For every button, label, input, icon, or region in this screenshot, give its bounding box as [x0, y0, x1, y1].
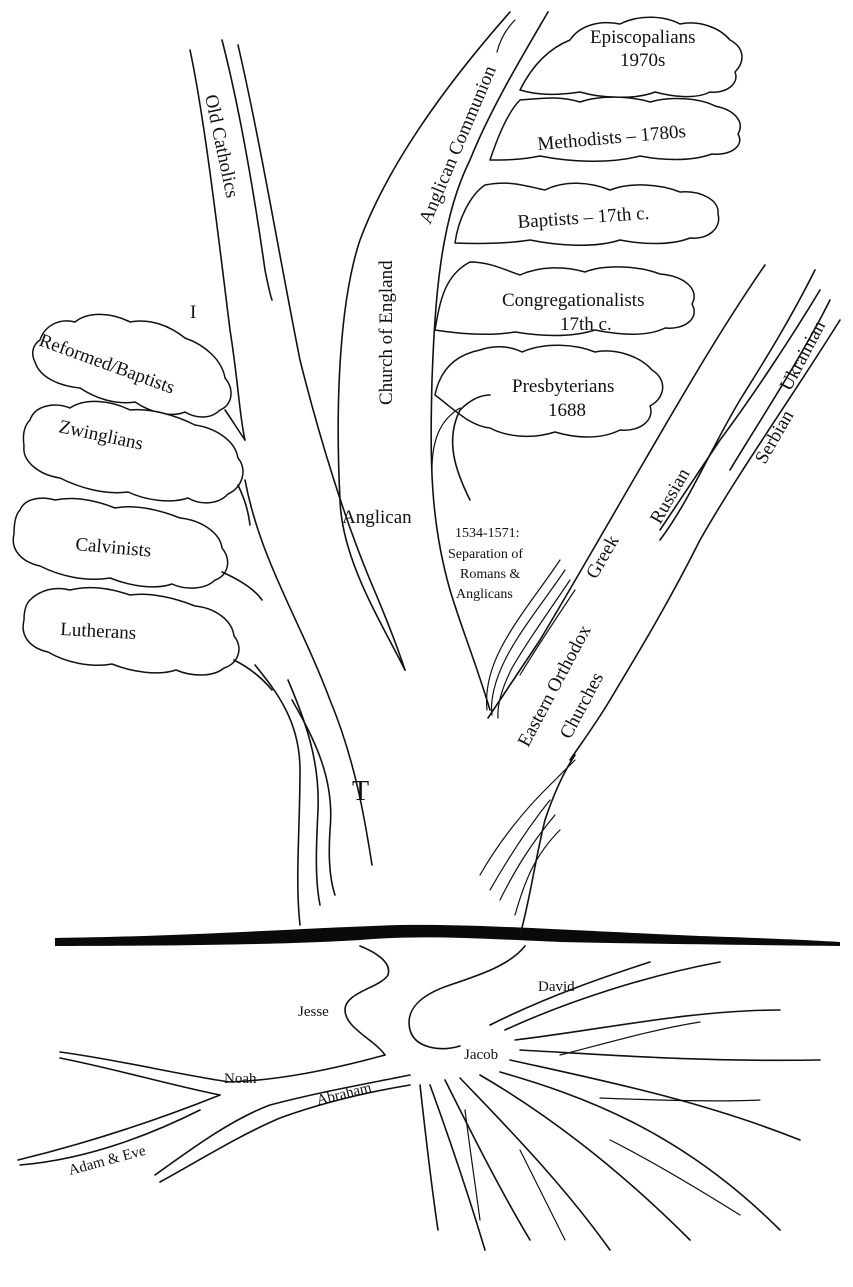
label-episcopalians-2: 1970s — [620, 50, 665, 71]
trunk-right-inner-3 — [500, 815, 555, 900]
label-abraham: Abraham — [315, 1080, 373, 1109]
roots — [18, 946, 820, 1250]
label-presbyterians-1: Presbyterians — [512, 376, 614, 397]
trunk-left-edge — [255, 665, 300, 925]
label-jesse: Jesse — [298, 1004, 329, 1020]
label-congregationalists-2: 17th c. — [560, 314, 612, 335]
zwinglians-stem — [238, 485, 250, 525]
label-jacob: Jacob — [464, 1047, 498, 1063]
label-separation-line1: Separation of — [448, 547, 523, 562]
label-david: David — [538, 979, 575, 995]
marker-t: T — [352, 776, 369, 807]
label-serbian: Serbian — [751, 406, 798, 467]
label-congregationalists-1: Congregationalists — [502, 290, 644, 311]
ground-line — [55, 925, 840, 946]
trunk-right-inner-1 — [480, 760, 575, 875]
trunk — [245, 480, 575, 935]
jacob-rootlet-10 — [505, 962, 720, 1030]
label-church-of-england: Church of England — [376, 260, 397, 405]
label-presbyterians-2: 1688 — [548, 400, 586, 421]
label-noah: Noah — [224, 1071, 257, 1087]
david-root — [409, 946, 525, 1049]
trunk-right-inner-4 — [515, 830, 560, 915]
label-separation-line3: Anglicans — [456, 587, 513, 602]
jacob-rootlet-2 — [430, 1085, 485, 1250]
presbyterians-stem-inner — [432, 408, 460, 470]
marker-i: I — [190, 302, 196, 323]
label-separation-date: 1534-1571: — [455, 526, 520, 541]
jacob-rootlet-1 — [420, 1085, 438, 1230]
abraham-root-lower — [160, 1085, 410, 1182]
jacob-rootlet-9 — [515, 1010, 780, 1040]
noah-root-upper — [60, 1052, 385, 1082]
jacob-rootlet-15 — [520, 1150, 565, 1240]
label-anglican: Anglican — [342, 507, 412, 528]
lutherans-stem — [234, 660, 272, 690]
label-lutherans: Lutherans — [60, 619, 137, 644]
label-episcopalians-1: Episcopalians — [590, 27, 696, 48]
jacob-rootlet-4 — [460, 1078, 610, 1250]
jacob-rootlet-6 — [500, 1072, 780, 1230]
jacob-rootlet-16 — [465, 1110, 480, 1220]
jacob-rootlet-3 — [445, 1080, 530, 1240]
jesse-root — [345, 946, 389, 1055]
label-separation-line2: Romans & — [460, 567, 520, 582]
jacob-rootlet-8 — [520, 1050, 820, 1060]
calvinists-stem — [222, 572, 262, 600]
trunk-inner-left — [288, 680, 320, 905]
jacob-rootlet-12 — [560, 1022, 700, 1055]
